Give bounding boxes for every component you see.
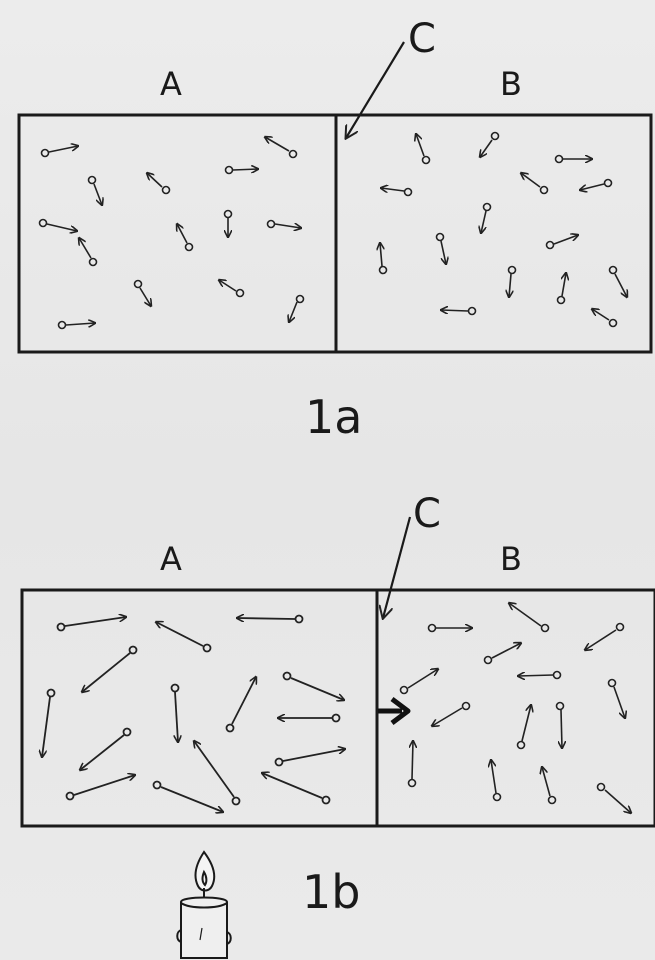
molecule [219, 280, 244, 297]
molecules-1a-chamber-b [380, 133, 628, 327]
molecule [401, 669, 439, 694]
molecule [154, 782, 224, 813]
molecule [491, 760, 501, 801]
molecule [268, 221, 302, 229]
molecule [580, 180, 612, 191]
molecule [67, 775, 136, 800]
molecule [42, 146, 79, 157]
molecule [485, 643, 522, 664]
molecule [226, 167, 259, 174]
molecule [89, 177, 103, 206]
molecule [82, 647, 137, 693]
caption-1b: 1b [302, 865, 360, 919]
molecule [521, 173, 548, 194]
molecule [509, 603, 549, 632]
molecule [278, 715, 340, 722]
label-c-1a: C [408, 16, 436, 62]
molecule [135, 281, 152, 307]
molecule [147, 173, 170, 194]
molecule [556, 156, 593, 163]
molecule [542, 767, 556, 804]
figure-1a: A B C [19, 16, 651, 444]
molecule [276, 749, 346, 766]
molecule [225, 211, 232, 238]
molecule [585, 624, 624, 651]
molecule [481, 204, 491, 234]
molecule [558, 273, 567, 304]
figure-1b: A B C [22, 491, 655, 958]
molecule [381, 188, 412, 196]
molecule [284, 673, 345, 701]
container-1b [22, 590, 655, 826]
molecule [610, 267, 628, 298]
molecules-1b-chamber-b [401, 603, 632, 813]
molecule [262, 773, 330, 804]
label-c-1b: C [413, 491, 441, 537]
molecule [80, 729, 131, 771]
molecule [380, 243, 387, 274]
molecule [156, 622, 211, 652]
molecule [227, 677, 257, 732]
molecule [237, 616, 303, 623]
label-a-1b: A [160, 540, 182, 578]
molecule [518, 672, 561, 679]
molecule [592, 309, 617, 327]
molecule [409, 741, 416, 787]
molecule [432, 703, 470, 727]
pointer-c-1b [383, 517, 410, 618]
caption-1a: 1a [305, 390, 362, 444]
molecule [518, 705, 532, 749]
molecule [265, 137, 297, 158]
molecule [42, 690, 55, 758]
molecule [557, 703, 564, 749]
molecule [441, 308, 476, 315]
molecules-1a-chamber-a [40, 137, 304, 329]
label-b-1a: B [500, 65, 522, 103]
molecule [547, 235, 579, 249]
molecule [609, 680, 626, 719]
candle-icon [177, 852, 231, 958]
label-b-1b: B [500, 540, 522, 578]
molecule [480, 133, 499, 158]
molecule [437, 234, 447, 265]
thick-arrow-right-icon [378, 699, 408, 723]
molecules-1b-chamber-a [42, 616, 345, 813]
label-a-1a: A [160, 65, 182, 103]
molecule [40, 220, 78, 232]
molecule [194, 741, 240, 805]
molecule [289, 296, 304, 323]
molecule [509, 267, 516, 298]
molecule [59, 322, 96, 329]
molecule [416, 134, 430, 164]
molecule [177, 224, 193, 251]
molecule [429, 625, 473, 632]
pointer-c-1a [346, 42, 404, 138]
molecule [79, 238, 97, 266]
molecule [598, 784, 632, 814]
molecule [172, 685, 179, 743]
molecule [58, 617, 127, 631]
